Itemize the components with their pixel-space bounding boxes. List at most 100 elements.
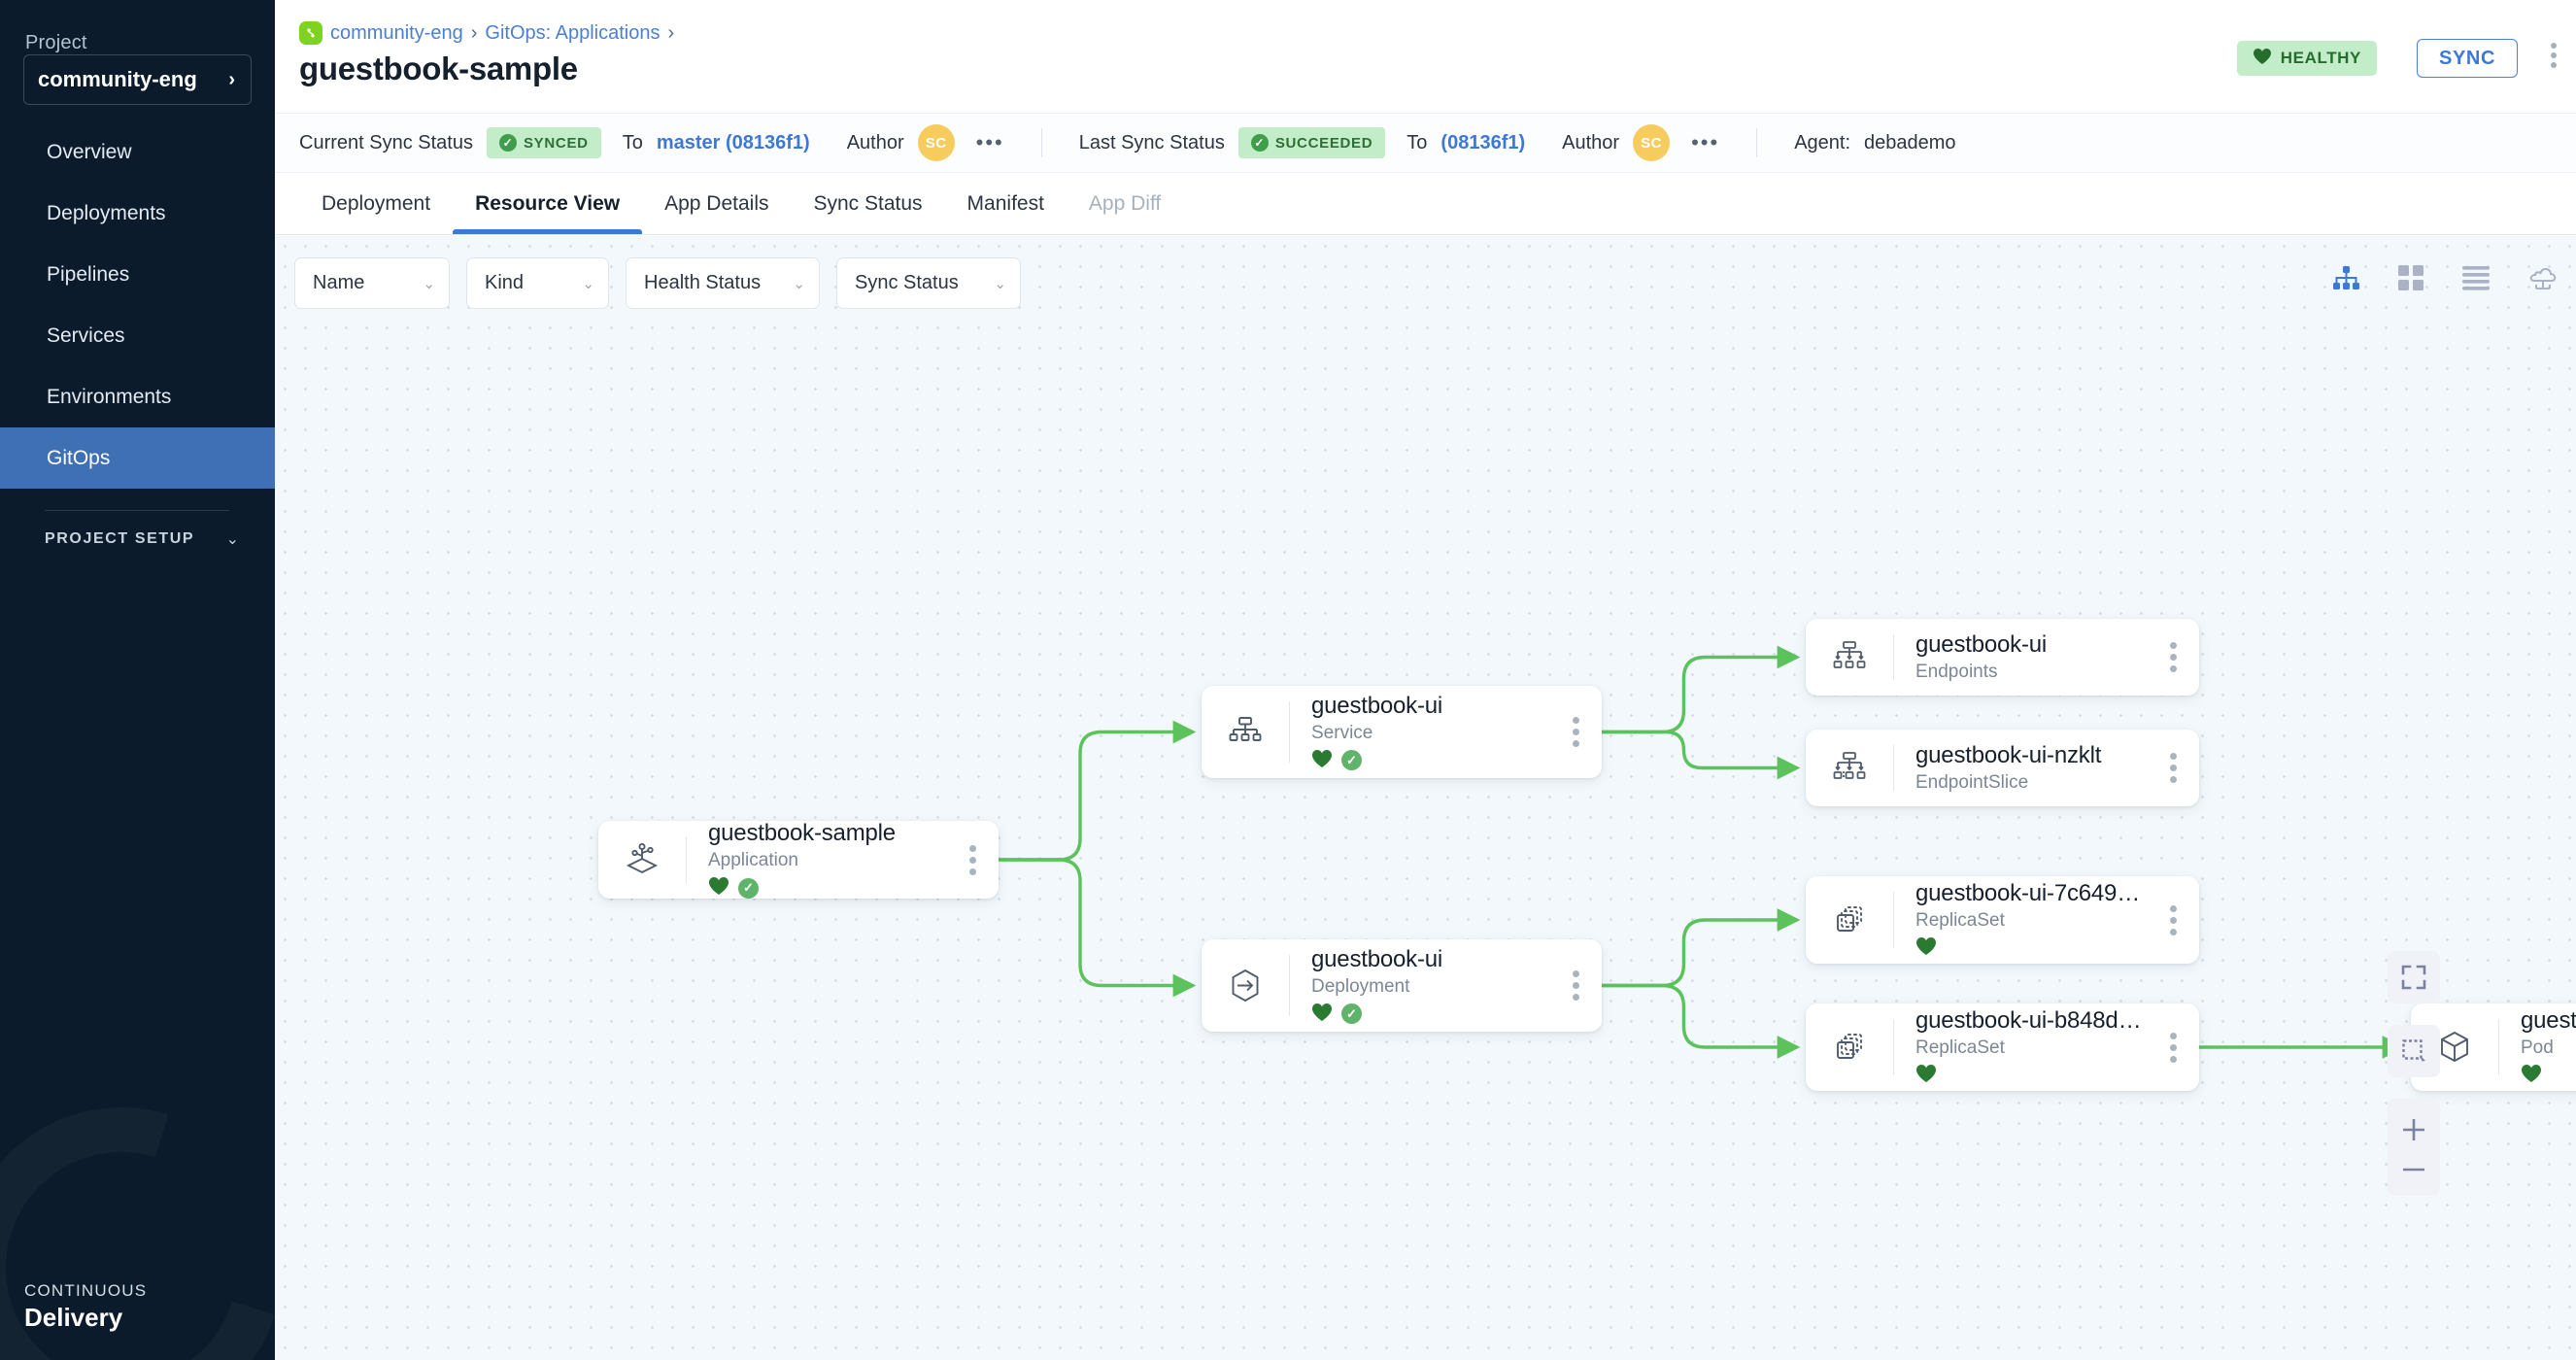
heart-icon xyxy=(1915,1064,1937,1087)
node-menu-button[interactable] xyxy=(2147,1032,2199,1063)
sidebar-item-deployments[interactable]: Deployments xyxy=(0,183,275,244)
node-menu-button[interactable] xyxy=(946,844,999,875)
agent-value: debademo xyxy=(1864,131,1956,153)
tab-manifest[interactable]: Manifest xyxy=(945,174,1067,234)
chevron-down-icon: ⌄ xyxy=(225,531,239,548)
tab-app-details[interactable]: App Details xyxy=(642,174,791,234)
kebab-dot xyxy=(2169,916,2177,924)
grid-view-icon[interactable] xyxy=(2397,264,2424,291)
heart-icon xyxy=(1311,1003,1333,1026)
tree-view-icon[interactable] xyxy=(2331,263,2360,292)
sidebar-item-services[interactable]: Services xyxy=(0,305,275,366)
chevron-down-icon: ⌄ xyxy=(582,275,594,292)
last-revision-link[interactable]: (08136f1) xyxy=(1441,131,1526,153)
network-view-icon[interactable] xyxy=(2527,264,2559,291)
graph-edge xyxy=(1602,908,1801,988)
more-options-button[interactable] xyxy=(2551,43,2557,68)
filter-kind[interactable]: Kind⌄ xyxy=(466,257,609,309)
kebab-dot xyxy=(1572,970,1579,977)
sync-ok-icon: ✓ xyxy=(738,877,759,899)
application-icon xyxy=(598,839,686,880)
project-selector[interactable]: community-eng › xyxy=(23,54,252,105)
filter-name[interactable]: Name⌄ xyxy=(294,257,450,309)
last-more-button[interactable]: ••• xyxy=(1691,130,1720,154)
breadcrumb-link[interactable]: community-eng xyxy=(330,21,463,44)
avatar[interactable]: SC xyxy=(917,124,955,161)
select-area-button[interactable] xyxy=(2388,1025,2440,1077)
current-more-button[interactable]: ••• xyxy=(975,130,1004,154)
current-sync-status-badge: ✓ SYNCED xyxy=(486,127,601,158)
brand-line-2: Delivery xyxy=(24,1303,123,1332)
list-view-icon[interactable] xyxy=(2461,265,2491,290)
sidebar-item-overview[interactable]: Overview xyxy=(0,121,275,183)
tab-deployment[interactable]: Deployment xyxy=(299,174,453,234)
kebab-dot xyxy=(2169,1032,2177,1039)
kebab-dot xyxy=(968,856,976,864)
project-name: community-eng xyxy=(38,67,197,91)
status-badge-health: HEALTHY xyxy=(2236,41,2377,76)
main-content: community-eng›GitOps: Applications› gues… xyxy=(275,0,2576,1360)
node-menu-button[interactable] xyxy=(1549,717,1602,747)
filter-health-status[interactable]: Health Status⌄ xyxy=(626,257,820,309)
node-menu-button[interactable] xyxy=(2147,642,2199,672)
sidebar-item-environments[interactable]: Environments xyxy=(0,366,275,427)
last-sync-status-text: SUCCEEDED xyxy=(1274,134,1373,152)
graph-edge xyxy=(1602,730,1801,780)
divider xyxy=(1893,1019,1894,1075)
node-menu-button[interactable] xyxy=(2147,904,2199,935)
endpoints-icon xyxy=(1806,637,1893,678)
breadcrumb-separator: › xyxy=(470,21,478,44)
kebab-dot xyxy=(1572,982,1579,989)
sidebar-item-pipelines[interactable]: Pipelines xyxy=(0,244,275,305)
sync-ok-icon: ✓ xyxy=(1341,750,1362,770)
node-title: guestbook-ui-b848d5d9… xyxy=(2521,1007,2576,1034)
breadcrumb: community-eng›GitOps: Applications› xyxy=(299,21,674,45)
avatar[interactable]: SC xyxy=(1633,124,1671,161)
tab-sync-status[interactable]: Sync Status xyxy=(791,174,944,234)
project-setup-section[interactable]: PROJECT SETUP ⌄ xyxy=(45,529,239,549)
kebab-dot xyxy=(968,867,976,875)
tab-label: Sync Status xyxy=(813,192,923,215)
sync-button[interactable]: SYNC xyxy=(2417,39,2518,78)
node-title: guestbook-ui xyxy=(1915,631,2048,658)
kebab-dot xyxy=(2169,776,2177,783)
filter-sync-status[interactable]: Sync Status⌄ xyxy=(836,257,1021,309)
node-menu-button[interactable] xyxy=(2147,753,2199,783)
last-sync-status-badge: ✓ SUCCEEDED xyxy=(1237,127,1386,158)
tab-resource-view[interactable]: Resource View xyxy=(453,174,643,234)
resource-graph-canvas[interactable]: Name⌄ Kind⌄ Health Status⌄ Sync Status⌄ xyxy=(275,236,2576,1360)
sync-status-bar: Current Sync Status ✓ SYNCED To master (… xyxy=(275,113,2576,173)
current-revision-link[interactable]: master (08136f1) xyxy=(656,131,810,153)
zoom-out-button[interactable] xyxy=(2400,1162,2427,1179)
breadcrumb-link[interactable]: GitOps: Applications xyxy=(485,21,661,44)
divider xyxy=(1289,701,1290,763)
sync-button-label: SYNC xyxy=(2439,47,2495,69)
current-author-label: Author xyxy=(846,131,904,153)
node-body: guestbook-ui-7c64987dc9ReplicaSet xyxy=(1894,880,2147,960)
kebab-dot xyxy=(2169,654,2177,661)
chevron-right-icon: › xyxy=(228,68,235,90)
sidebar-item-label: Overview xyxy=(47,140,132,163)
kebab-dot xyxy=(2169,765,2177,771)
fit-screen-button[interactable] xyxy=(2388,951,2440,1003)
node-badges xyxy=(2521,1064,2576,1087)
node-menu-button[interactable] xyxy=(1549,970,1602,1001)
node-kind: Endpoints xyxy=(1915,662,1998,682)
zoom-in-button[interactable] xyxy=(2400,1116,2427,1148)
graph-node-replicaset[interactable]: guestbook-ui-7c64987dc9ReplicaSet xyxy=(1806,876,2199,964)
sidebar-item-label: Pipelines xyxy=(47,262,130,286)
sidebar-item-label: Environments xyxy=(47,385,172,408)
project-setup-label: PROJECT SETUP xyxy=(45,530,195,547)
sidebar-item-gitops[interactable]: GitOps xyxy=(0,427,275,489)
